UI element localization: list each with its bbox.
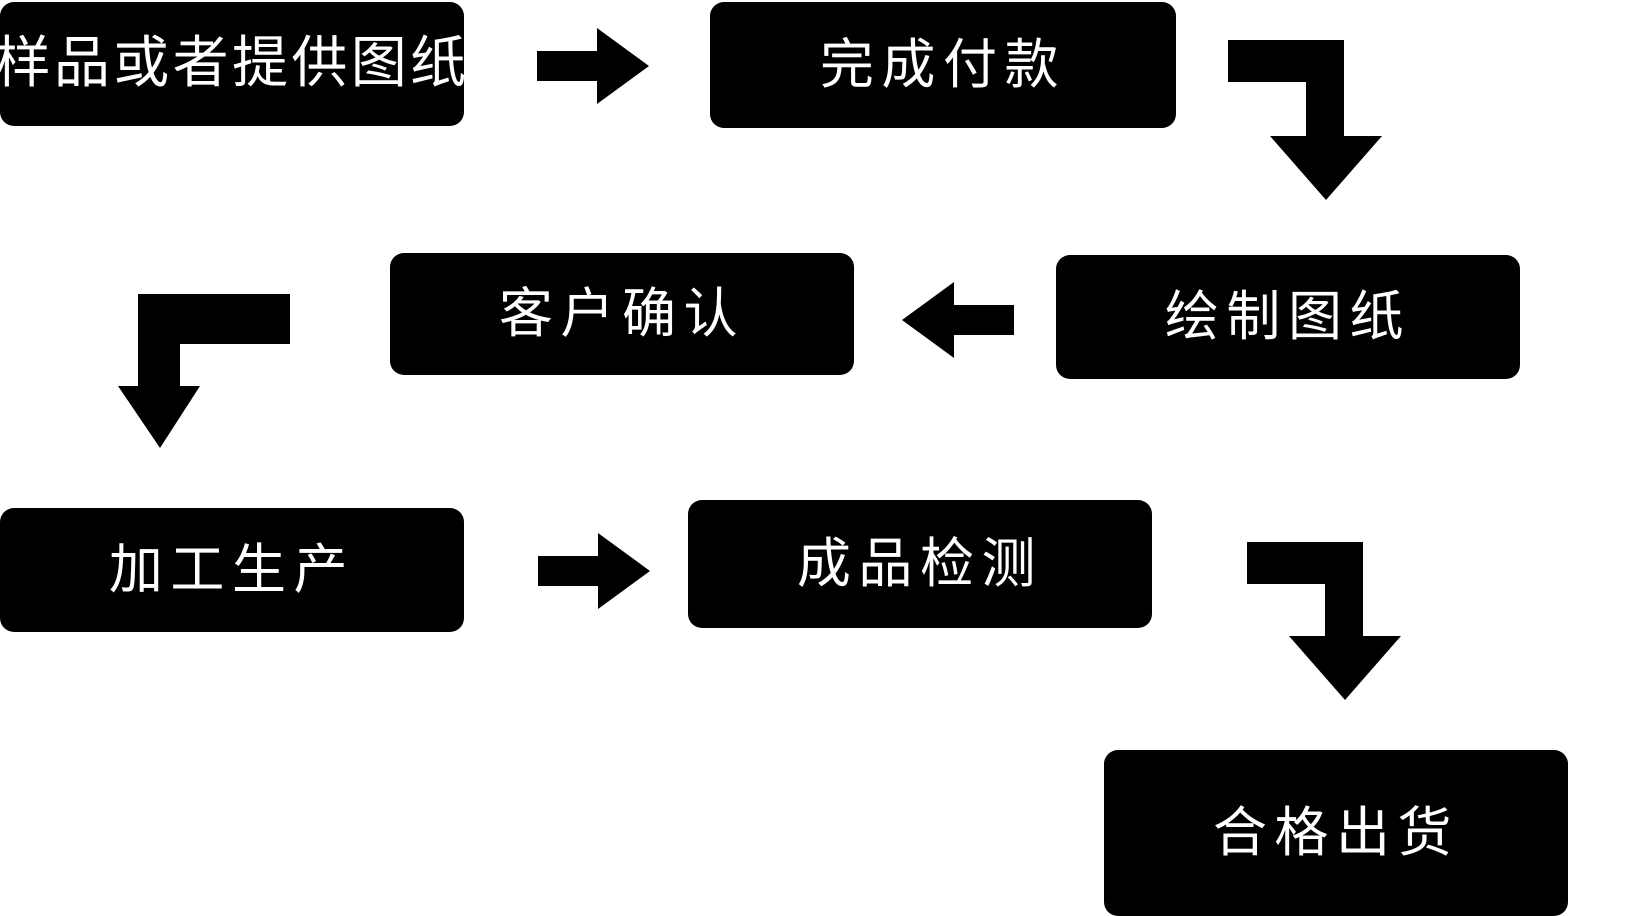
node-label: 绘制图纸	[1164, 285, 1412, 348]
node-processing-production[interactable]: 加工生产	[0, 508, 464, 632]
node-sample-or-drawing[interactable]: 样品或者提供图纸	[0, 2, 466, 126]
arrow-inspection-to-shipment-elbow-down-icon	[1247, 542, 1401, 700]
node-draw-drawing[interactable]: 绘制图纸	[1056, 255, 1520, 379]
node-label: 成品检测	[796, 532, 1044, 595]
node-label: 样品或者提供图纸	[0, 31, 470, 96]
node-label: 客户确认	[498, 282, 746, 345]
arrow-sample-to-payment-right-arrow-icon	[537, 28, 649, 104]
arrow-production-to-inspection-right-arrow-icon	[538, 533, 650, 609]
node-label: 加工生产	[108, 538, 356, 601]
arrow-confirm-to-production-elbow-down-icon	[118, 294, 290, 448]
node-label: 合格出货	[1212, 801, 1460, 864]
node-customer-confirm[interactable]: 客户确认	[390, 253, 854, 375]
node-complete-payment[interactable]: 完成付款	[710, 2, 1176, 128]
arrow-payment-to-drawing-elbow-down-icon	[1228, 40, 1382, 200]
node-label: 完成付款	[819, 33, 1067, 96]
node-qualified-shipment[interactable]: 合格出货	[1104, 750, 1568, 916]
node-finished-inspection[interactable]: 成品检测	[688, 500, 1152, 628]
arrow-drawing-to-confirm-left-arrow-icon	[902, 282, 1014, 358]
